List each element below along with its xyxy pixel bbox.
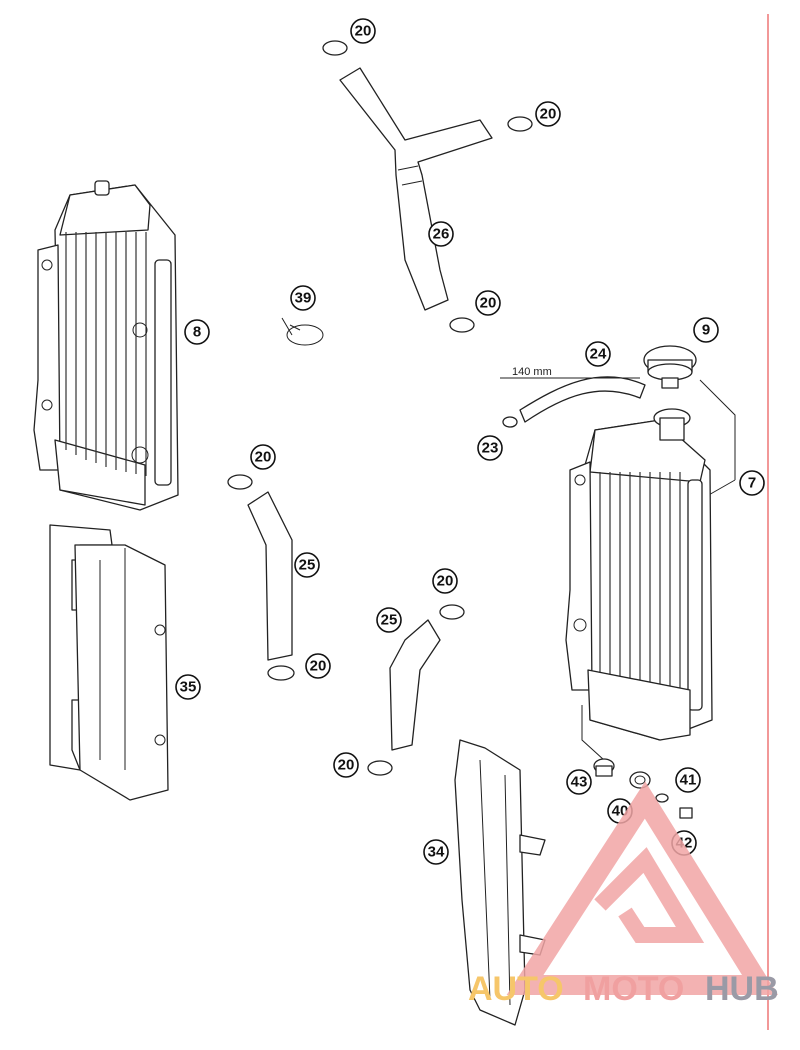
callout-8: 8 <box>184 319 210 345</box>
y-hose <box>339 67 493 311</box>
right-radiator-shroud <box>454 739 546 1026</box>
callout-24: 24 <box>585 341 611 367</box>
svg-text:41: 41 <box>680 772 697 789</box>
svg-text:20: 20 <box>355 23 372 40</box>
callout-41: 41 <box>675 767 701 793</box>
callout-20: 20 <box>333 752 359 778</box>
svg-text:35: 35 <box>180 679 197 696</box>
callout-20: 20 <box>350 18 376 44</box>
svg-text:20: 20 <box>338 757 355 774</box>
svg-text:20: 20 <box>480 295 497 312</box>
watermark-logo <box>506 781 778 995</box>
svg-text:23: 23 <box>482 440 499 457</box>
callout-25: 25 <box>294 552 320 578</box>
svg-text:25: 25 <box>381 612 398 629</box>
svg-text:9: 9 <box>702 322 710 339</box>
overflow-hose: 140 mm <box>500 366 646 428</box>
svg-text:7: 7 <box>748 475 756 492</box>
callout-9: 9 <box>693 317 719 343</box>
svg-text:20: 20 <box>437 573 454 590</box>
cable-tie <box>281 317 324 346</box>
callout-7: 7 <box>739 470 765 496</box>
callout-20: 20 <box>432 568 458 594</box>
svg-text:20: 20 <box>540 106 557 123</box>
callout-23: 23 <box>477 435 503 461</box>
watermark-text: AUTO MOTO HUB <box>468 970 779 1008</box>
callout-20: 20 <box>250 444 276 470</box>
callout-20: 20 <box>475 290 501 316</box>
svg-text:20: 20 <box>255 449 272 466</box>
svg-text:43: 43 <box>571 774 588 791</box>
callout-26: 26 <box>428 221 454 247</box>
svg-text:39: 39 <box>295 290 312 307</box>
callout-20: 20 <box>305 653 331 679</box>
lower-hose-right <box>367 604 465 776</box>
dimension-label: 140 mm <box>512 366 552 378</box>
svg-text:AUTO: AUTO <box>468 970 564 1008</box>
callout-20: 20 <box>535 101 561 127</box>
callout-34: 34 <box>423 839 449 865</box>
hose-clamp-top <box>322 40 533 333</box>
left-radiator <box>33 180 179 511</box>
callout-35: 35 <box>175 674 201 700</box>
radiator-cap <box>643 345 697 389</box>
callout-25: 25 <box>376 607 402 633</box>
lower-hose-left <box>227 474 295 681</box>
svg-text:26: 26 <box>433 226 450 243</box>
svg-text:34: 34 <box>428 844 445 861</box>
svg-text:HUB: HUB <box>705 970 779 1008</box>
callout-39: 39 <box>290 285 316 311</box>
svg-text:MOTO: MOTO <box>583 970 684 1008</box>
callout-43: 43 <box>566 769 592 795</box>
svg-text:8: 8 <box>193 324 201 341</box>
svg-text:25: 25 <box>299 557 316 574</box>
right-radiator <box>565 408 713 741</box>
svg-text:20: 20 <box>310 658 327 675</box>
left-radiator-shroud <box>49 524 169 801</box>
svg-text:24: 24 <box>590 346 607 363</box>
